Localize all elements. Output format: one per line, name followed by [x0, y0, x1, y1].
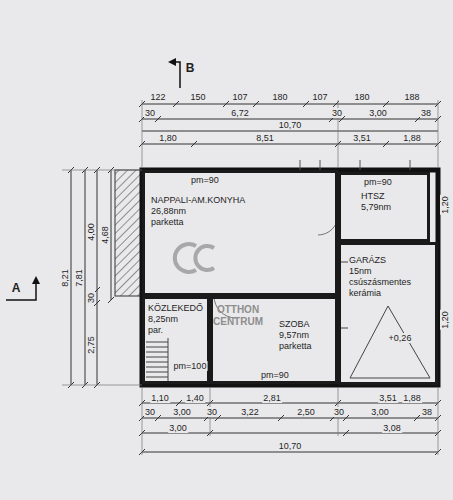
dimension-label: 3,51 — [378, 393, 398, 403]
dimension-label: 2,81 — [262, 393, 282, 403]
dimension-label: 30 — [86, 292, 96, 304]
dimension-label: 1,40 — [185, 393, 205, 403]
dimension-label: 4,00 — [86, 222, 96, 242]
exterior-wall — [142, 170, 438, 385]
room-text: GARÁZS — [349, 255, 433, 266]
section-arrow — [32, 276, 40, 284]
dimension-label: 3,00 — [368, 108, 388, 118]
room-text: 5,79nm — [361, 202, 425, 213]
dimension-label: 6,72 — [230, 108, 250, 118]
dimension-label: 3,51 — [352, 133, 372, 143]
section-arrow — [168, 58, 176, 66]
dimension-label: 30 — [206, 407, 218, 417]
dimension-label: 107 — [231, 92, 248, 102]
room-text: parketta — [151, 217, 333, 228]
room-label: SZOBA9,57nmparketta — [279, 319, 333, 352]
room-text: csúszásmentes kerámia — [349, 277, 433, 299]
room-text: KÖZLEKEDŐ — [148, 303, 205, 314]
room-label: NAPPALI-AM.KONYHA26,88nmparketta — [151, 195, 333, 228]
dimension-label: 1,88 — [402, 393, 422, 403]
room-label: KÖZLEKEDŐ8,25nmpar. — [148, 303, 205, 336]
dimension-label: 38 — [420, 108, 432, 118]
section-mark: A — [11, 282, 22, 295]
dimension-label: 2,75 — [86, 335, 96, 355]
dimension-lines — [62, 100, 441, 455]
room-text: parketta — [279, 341, 333, 352]
dimension-label: 10,70 — [278, 120, 303, 130]
dimension-label: 3,22 — [240, 407, 260, 417]
dimension-label: 1,10 — [150, 393, 170, 403]
dimension-label: 3,00 — [168, 423, 188, 433]
dimension-label: 150 — [189, 92, 206, 102]
dimension-label: pm=90 — [190, 175, 220, 185]
room-text: NAPPALI-AM.KONYHA — [151, 195, 333, 206]
watermark: OTTHON CENTRUM — [212, 304, 264, 328]
dimension-label: 107 — [311, 92, 328, 102]
dimension-label: 188 — [403, 92, 420, 102]
room-text: 15nm — [349, 266, 433, 277]
room-outline: NAPPALI-AM.KONYHA26,88nmparketta — [142, 170, 338, 296]
room-outline: GARÁZS15nmcsúszásmentes kerámia — [338, 242, 438, 385]
dimension-label: 8,51 — [255, 133, 275, 143]
room-label: HTSZ5,79nm — [361, 191, 425, 213]
neighbour-wall — [115, 170, 142, 296]
dimension-label: pm=90 — [260, 370, 290, 380]
dimension-label: 3,00 — [370, 407, 390, 417]
section-marker — [6, 280, 36, 300]
dimension-label: pm=100 — [173, 361, 208, 371]
room-text: HTSZ — [361, 191, 425, 202]
dimension-label: 10,70 — [278, 441, 303, 451]
room-text: SZOBA — [279, 319, 333, 330]
room-label: GARÁZS15nmcsúszásmentes kerámia — [349, 255, 433, 299]
room-text: 9,57nm — [279, 330, 333, 341]
dimension-label: 122 — [149, 92, 166, 102]
interior-details — [146, 160, 430, 382]
section-mark: B — [185, 62, 196, 75]
dimension-label: 38 — [421, 407, 433, 417]
dimension-label: 30 — [144, 108, 156, 118]
dimension-label: 180 — [353, 92, 370, 102]
watermark-logo — [175, 244, 214, 272]
room-text: par. — [148, 325, 205, 336]
dimension-label: 1,80 — [158, 133, 178, 143]
dimension-label: 30 — [331, 108, 343, 118]
dimension-label: 30 — [333, 407, 345, 417]
dimension-label: 1,88 — [402, 133, 422, 143]
dimension-label: 180 — [271, 92, 288, 102]
dimension-label: 3,00 — [172, 407, 192, 417]
dimension-label: 4,68 — [100, 225, 110, 245]
room-text: 8,25nm — [148, 314, 205, 325]
dimension-label: 8,21 — [60, 268, 70, 288]
dimension-label: 1,20 — [440, 310, 450, 330]
dimension-label: +0,26 — [388, 333, 413, 343]
dimension-label: 1,20 — [440, 195, 450, 215]
room-text: 26,88nm — [151, 206, 333, 217]
dimension-label: 2,50 — [296, 407, 316, 417]
dimension-label: pm=90 — [363, 177, 393, 187]
dimension-label: 30 — [144, 407, 156, 417]
dimension-label: 7,81 — [74, 268, 84, 288]
dimension-label: 3,08 — [382, 423, 402, 433]
